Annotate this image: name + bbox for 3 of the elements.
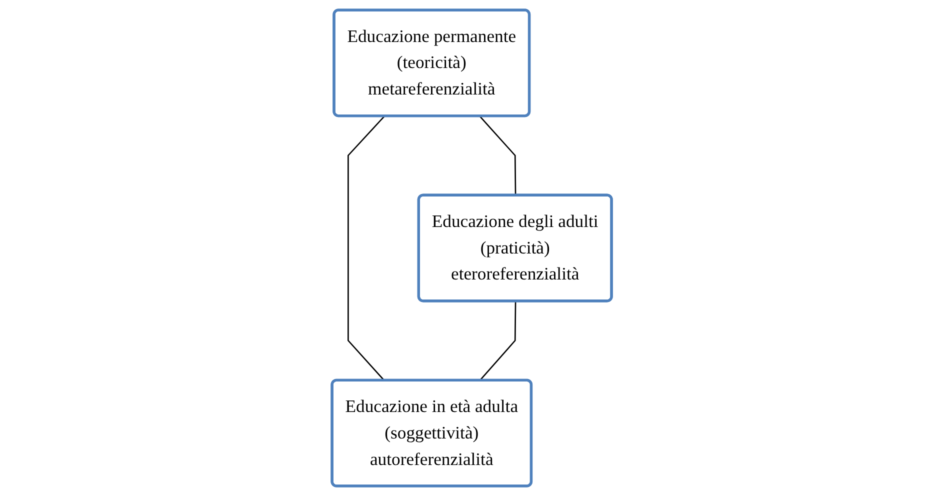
connector: [479, 115, 516, 196]
connector: [479, 300, 516, 381]
connector: [348, 115, 386, 381]
